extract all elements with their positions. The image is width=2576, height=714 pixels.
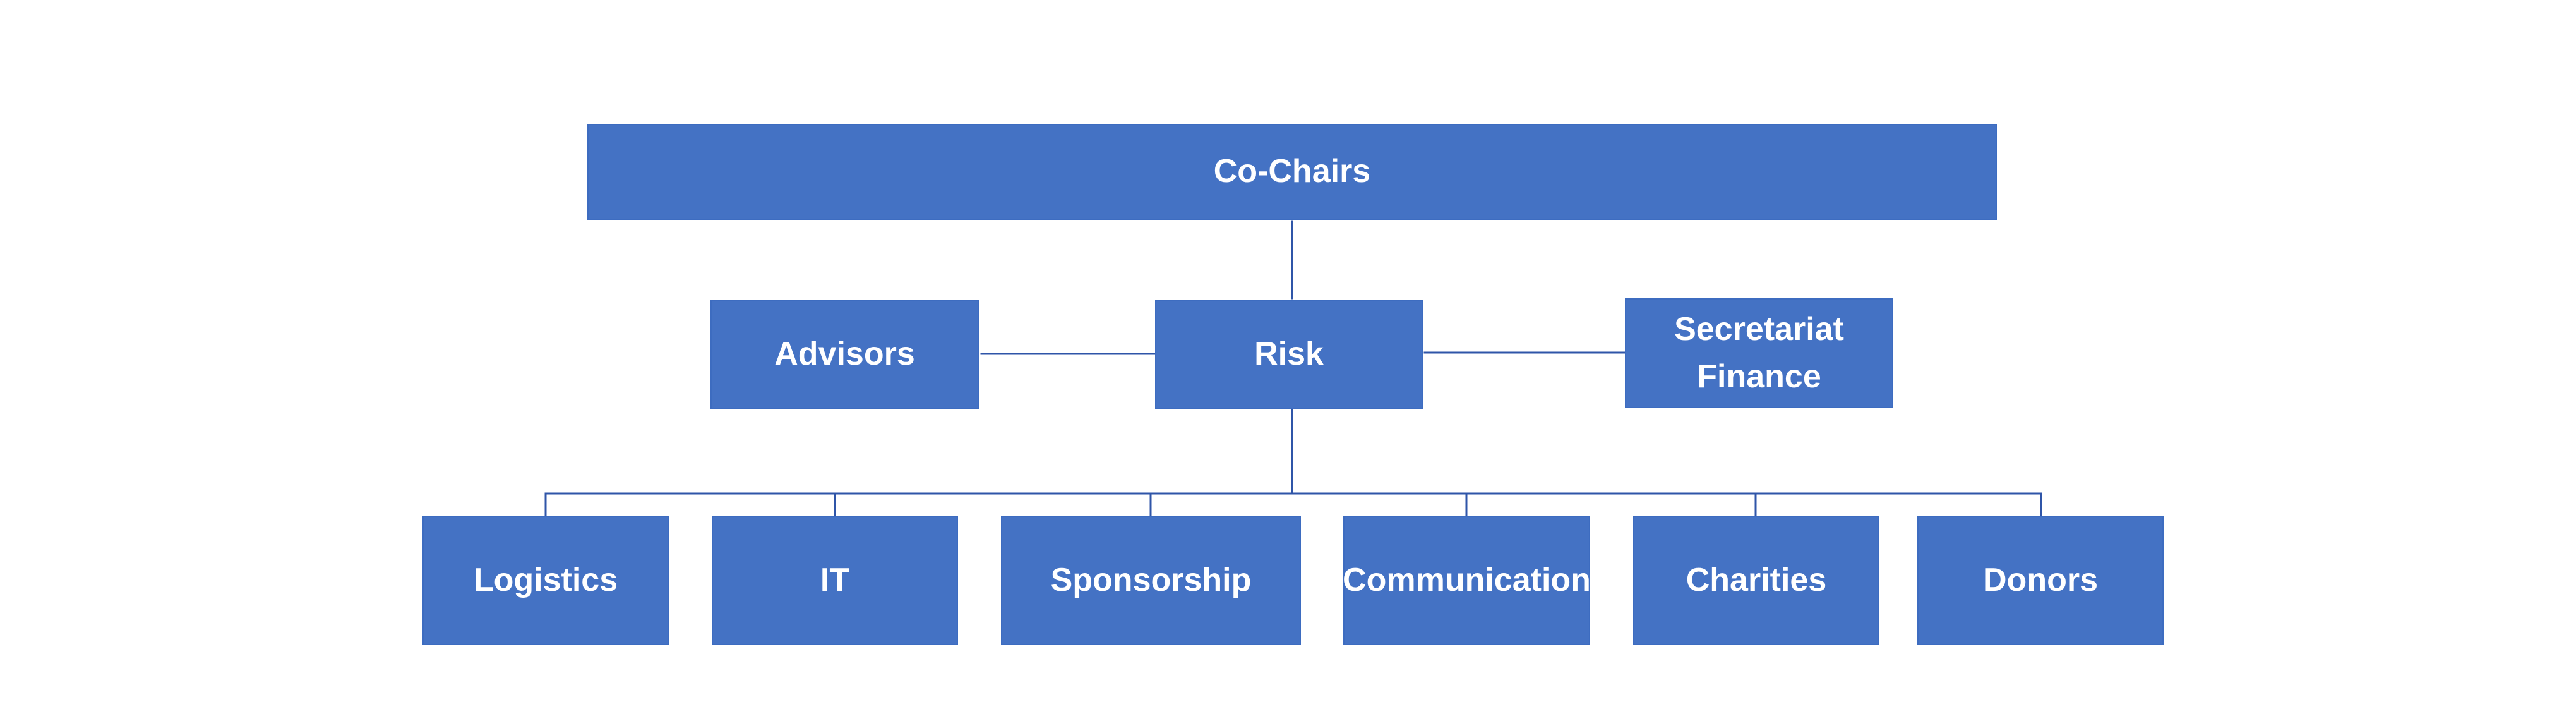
charities-label: Charities	[1686, 561, 1827, 598]
advisors-label: Advisors	[774, 335, 915, 372]
logistics-box: Logistics	[422, 516, 669, 645]
it-box: IT	[712, 516, 958, 645]
advisors-box: Advisors	[710, 300, 979, 409]
it-label: IT	[820, 561, 850, 598]
donors-box: Donors	[1917, 516, 2164, 645]
risk-box: Risk	[1155, 300, 1423, 409]
finance-label: Finance	[1697, 358, 1821, 395]
co-chairs-label: Co-Chairs	[1213, 153, 1371, 190]
secretariat-label: Secretariat	[1674, 310, 1844, 348]
charities-box: Charities	[1633, 516, 1879, 645]
risk-label: Risk	[1254, 335, 1324, 372]
co-chairs-box: Co-Chairs	[587, 124, 1997, 220]
sponsorship-box: Sponsorship	[1001, 516, 1301, 645]
communication-label: Communication	[1343, 561, 1591, 598]
secretariat-finance-box: Secretariat Finance	[1625, 298, 1893, 408]
communication-box: Communication	[1343, 516, 1591, 645]
donors-label: Donors	[1983, 561, 2098, 598]
sponsorship-label: Sponsorship	[1050, 561, 1252, 598]
logistics-label: Logistics	[473, 561, 618, 598]
